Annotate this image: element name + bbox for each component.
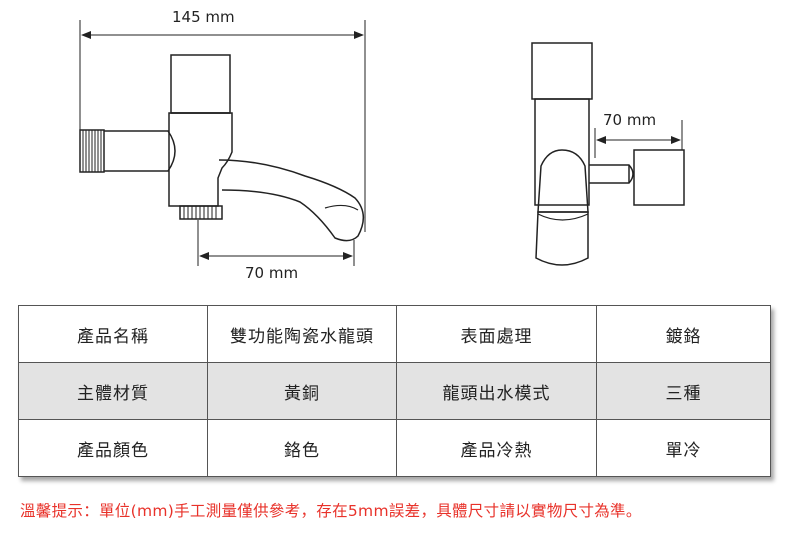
overall-length-dimension [79, 20, 366, 232]
table-cell: 主體材質 [18, 362, 208, 420]
side-depth-dimension [594, 120, 683, 158]
table-cell: 產品名稱 [18, 305, 208, 363]
measurement-note: 溫馨提示：單位(mm)手工測量僅供參考，存在5mm誤差，具體尺寸請以實物尺寸為準… [20, 502, 642, 520]
spout-reach-label: 70 mm [245, 264, 298, 282]
table-cell: 三種 [596, 362, 771, 420]
table-cell: 龍頭出水模式 [396, 362, 597, 420]
table-cell: 鉻色 [207, 419, 397, 477]
table-cell: 單冷 [596, 419, 771, 477]
side-view-faucet [531, 42, 685, 266]
table-cell: 產品冷熱 [396, 419, 597, 477]
table-row: 主體材質 黃銅 龍頭出水模式 三種 [18, 362, 771, 420]
table-cell: 黃銅 [207, 362, 397, 420]
table-row: 產品顏色 鉻色 產品冷熱 單冷 [18, 419, 771, 477]
table-cell: 表面處理 [396, 305, 597, 363]
front-view-faucet [79, 54, 364, 242]
spec-table: 產品名稱 雙功能陶瓷水龍頭 表面處理 鍍鉻 主體材質 黃銅 龍頭出水模式 三種 … [18, 305, 771, 477]
table-cell: 鍍鉻 [596, 305, 771, 363]
thread-lines [82, 130, 102, 172]
side-depth-label: 70 mm [603, 111, 656, 129]
table-cell: 雙功能陶瓷水龍頭 [207, 305, 397, 363]
table-cell: 產品顏色 [18, 419, 208, 477]
spout-reach-dimension [197, 220, 355, 266]
faucet-technical-drawing: 145 mm 70 mm 70 mm [79, 8, 685, 282]
overall-length-label: 145 mm [172, 8, 235, 26]
table-row: 產品名稱 雙功能陶瓷水龍頭 表面處理 鍍鉻 [18, 305, 771, 363]
